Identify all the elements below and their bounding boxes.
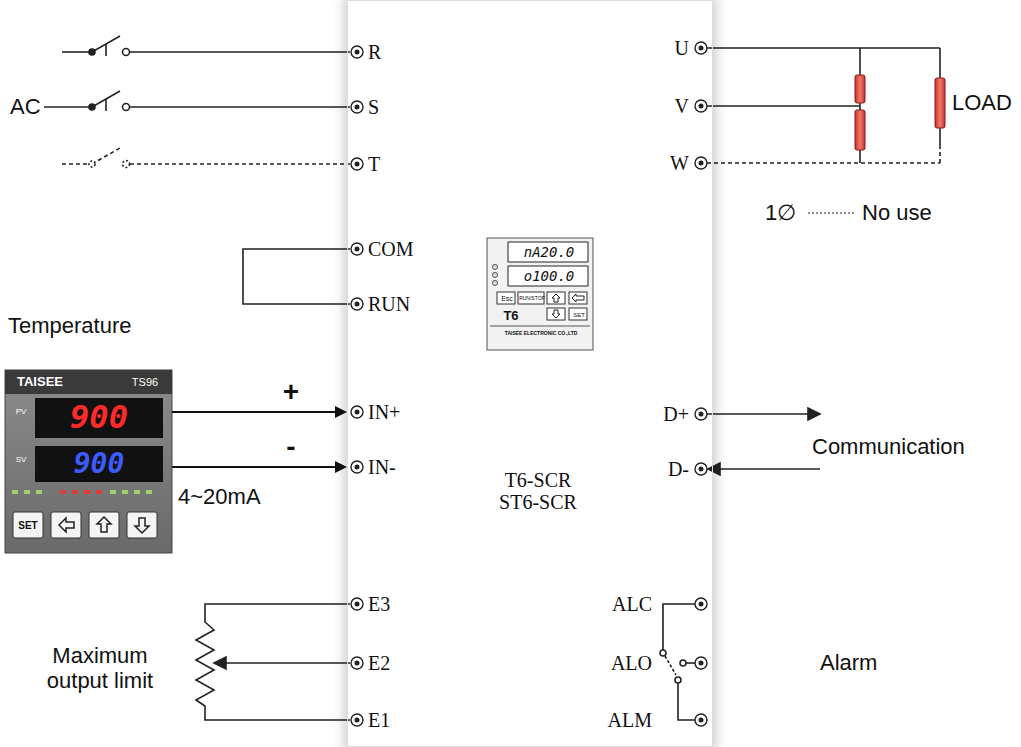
terminal-name: IN- — [368, 456, 396, 479]
node-text: 900 — [35, 446, 163, 482]
terminal-name: ALM — [608, 709, 652, 732]
terminal-dot — [355, 46, 704, 723]
front-panel: nA20.0 o100.0EscRUN/STOP T6 SET TAISEE ELECT… — [488, 239, 594, 351]
node-text: SET — [13, 512, 43, 538]
terminal-name: T — [368, 153, 380, 176]
terminal-name: ALO — [611, 652, 652, 675]
terminal-name: W — [670, 152, 689, 175]
potentiometer-symbol — [196, 604, 350, 720]
power-label: AC — [10, 94, 41, 119]
signal-wire — [172, 461, 347, 473]
alarm-relay — [660, 604, 695, 720]
note-label: No use — [862, 200, 932, 225]
terminal-name: E3 — [368, 593, 390, 616]
node-text: RUN/STOP — [519, 293, 545, 305]
temperature-controller-body — [5, 370, 172, 553]
terminal-name: E1 — [368, 709, 390, 732]
terminal-symbol — [351, 42, 707, 726]
node-text: 900 — [35, 398, 163, 438]
function-label: Alarm — [820, 650, 877, 675]
signal-label: 4~20mA — [178, 484, 261, 509]
node-text: SET — [570, 309, 588, 321]
function-label: Communication — [812, 434, 965, 459]
t6-panel-body — [487, 238, 593, 350]
node-text: SV — [9, 454, 33, 466]
terminal-name: COM — [368, 238, 414, 261]
polarity-sign: - — [284, 433, 297, 461]
terminal-name: E2 — [368, 652, 390, 675]
node-text: o100.0 — [509, 267, 589, 287]
node-text: nA20.0 — [509, 243, 589, 263]
load-label: LOAD — [952, 90, 1012, 115]
node-text: T6 — [494, 308, 528, 324]
node-text: T6-SCR ST6-SCR — [488, 463, 588, 519]
load-wiring — [707, 48, 940, 213]
run-jumper — [243, 249, 350, 304]
terminal-name: R — [368, 41, 381, 64]
node-text: TAISEE ELECTRONIC CO.,LTD — [491, 329, 591, 339]
signal-wire — [172, 406, 347, 418]
terminal-name: IN+ — [368, 401, 400, 424]
ac-switches — [44, 36, 350, 168]
node-text: PV — [9, 406, 33, 418]
terminal-name: ALC — [612, 593, 652, 616]
terminal-name: D+ — [663, 403, 689, 426]
temperature-controller: TAISEETS96PV900SV900SET — [5, 370, 172, 553]
device-label: Temperature — [8, 313, 132, 338]
resistor-symbol — [855, 75, 945, 150]
communication-arrows — [707, 408, 820, 475]
terminal-name: RUN — [368, 293, 410, 316]
polarity-sign: + — [281, 378, 301, 406]
function-label: Maximum output limit — [30, 643, 170, 694]
terminal-name: D- — [668, 458, 689, 481]
controller-housing: T6-SCR ST6-SCR nA20.0 o100.0EscRUN/STOP T6 S… — [347, 0, 713, 747]
node-text: TS96 — [123, 372, 167, 392]
terminal-name: U — [675, 37, 689, 60]
terminal-name: V — [675, 95, 689, 118]
node-text: TAISEE — [9, 372, 71, 392]
phase-label: 1∅ — [765, 200, 796, 225]
node-text: Esc — [498, 293, 516, 305]
terminal-name: S — [368, 96, 379, 119]
